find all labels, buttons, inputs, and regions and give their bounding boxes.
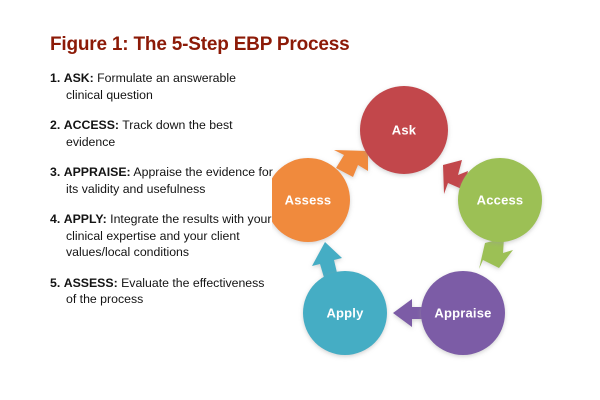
cycle-node-label: Ask (392, 123, 417, 138)
step-number: 2. (50, 118, 61, 132)
cycle-arrows (312, 150, 513, 327)
figure-title: Figure 1: The 5-Step EBP Process (50, 34, 350, 55)
list-item: 3. APPRAISE: Appraise the evidence for i… (50, 164, 275, 197)
list-item: 5. ASSESS: Evaluate the effectiveness of… (50, 275, 275, 308)
list-item: 4. APPLY: Integrate the results with you… (50, 211, 275, 261)
cycle-node-label: Access (477, 193, 524, 208)
cycle-node-label: Appraise (434, 306, 491, 321)
step-term: APPLY: (63, 212, 107, 226)
step-term: ASK: (63, 71, 94, 85)
steps-list: 1. ASK: Formulate an answerable clinical… (50, 70, 275, 308)
cycle-node-access[interactable]: Access (458, 158, 542, 242)
step-term: ASSESS: (63, 275, 118, 290)
step-number: 4. (50, 212, 61, 226)
cycle-nodes: Ask Access Appraise Apply Assess (272, 86, 542, 355)
cycle-node-ask[interactable]: Ask (360, 86, 448, 174)
step-number: 5. (50, 275, 61, 290)
arrow-appraise-to-apply (393, 299, 430, 327)
cycle-node-apply[interactable]: Apply (303, 271, 387, 355)
cycle-node-assess[interactable]: Assess (272, 158, 350, 242)
step-term: ACCESS: (63, 118, 120, 132)
arrow-assess-to-ask (334, 150, 368, 177)
step-description: Integrate the results with your clinical… (66, 212, 272, 259)
cycle-node-label: Assess (285, 193, 332, 208)
arrow-apply-to-assess (312, 242, 342, 281)
step-number: 3. (50, 165, 61, 179)
step-term: APPRAISE: (63, 165, 131, 179)
step-description: Track down the best evidence (66, 118, 233, 149)
list-item: 2. ACCESS: Track down the best evidence (50, 117, 275, 150)
step-description: Appraise the evidence for its validity a… (66, 165, 273, 196)
step-description: Formulate an answerable clinical questio… (66, 71, 236, 102)
step-number: 1. (50, 71, 61, 85)
list-item: 1. ASK: Formulate an answerable clinical… (50, 70, 275, 103)
cycle-node-label: Apply (326, 306, 364, 321)
cycle-node-appraise[interactable]: Appraise (421, 271, 505, 355)
arrow-access-to-appraise (479, 238, 513, 269)
ebp-cycle-diagram: Ask Access Appraise Apply Assess (272, 72, 582, 372)
step-description: Evaluate the effectiveness of the proces… (66, 275, 265, 307)
